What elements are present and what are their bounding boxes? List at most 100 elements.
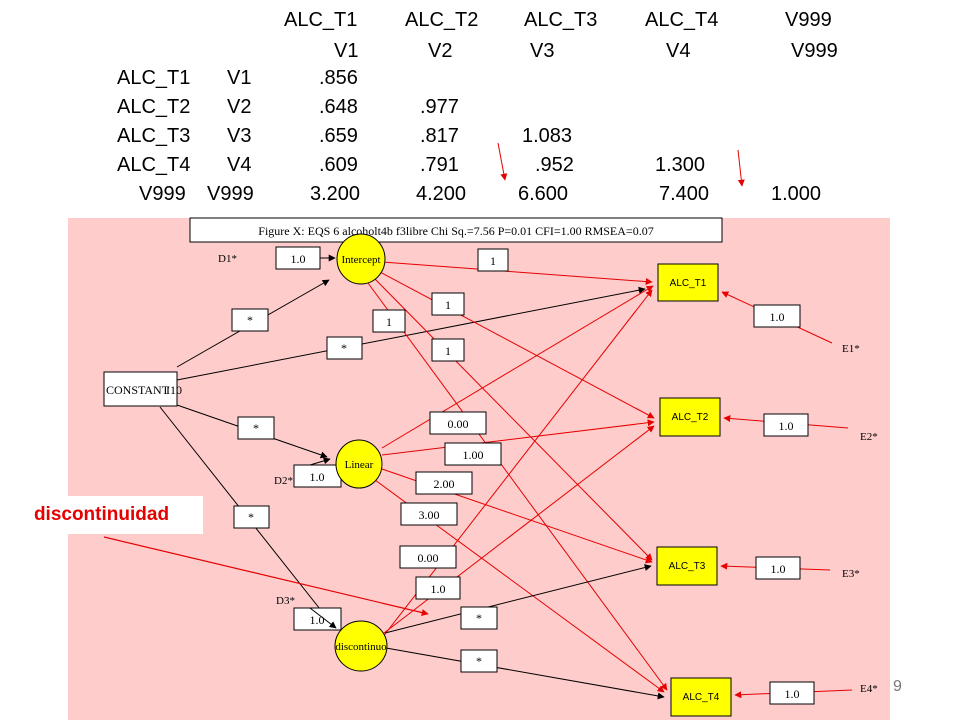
observed-label: ALC_T1 (670, 278, 707, 289)
matrix-cell: 4.200 (416, 183, 467, 205)
e1-value: 1.0 (770, 310, 785, 324)
path-intercept-t3 (373, 277, 653, 561)
linear-factor (335, 439, 383, 489)
disc-loading-t4: * (476, 654, 482, 668)
d1-label: D1* (218, 253, 237, 265)
matrix-row-name: ALC_T4 (117, 154, 191, 176)
matrix-col-name: V999 (785, 9, 832, 31)
observed-label: ALC_T3 (669, 561, 706, 572)
path-linear-t2 (381, 419, 655, 456)
diagram-background (68, 218, 890, 720)
intercept-label: Intercept (341, 254, 380, 266)
observed-alc-t2 (659, 397, 721, 437)
path-linear-t1 (381, 285, 654, 449)
page-number: 9 (893, 678, 902, 695)
e4-value-box (769, 681, 815, 705)
loading-box (460, 649, 498, 673)
e2-label: E2* (860, 431, 878, 443)
observed-label: ALC_T4 (683, 692, 720, 703)
matrix-cell: .856 (319, 67, 358, 89)
disc-loading-t1: 0.00 (418, 551, 439, 565)
matrix-arrow-2 (737, 149, 745, 187)
disc-loading-t2: 1.0 (431, 582, 446, 596)
constant-label: CONSTANT (106, 383, 170, 397)
e4-label: E4* (860, 683, 878, 695)
e1-label: E1* (842, 343, 860, 355)
loading-box (400, 502, 458, 526)
matrix-col-var: V999 (791, 40, 838, 62)
loading-box (460, 606, 498, 630)
intercept-loading-t4: 1 (445, 344, 451, 358)
observed-alc-t3 (656, 546, 718, 586)
linear-loading-t3: 2.00 (434, 477, 455, 491)
loading-box (415, 576, 461, 600)
matrix-col-var: V4 (666, 40, 691, 62)
linear-label: Linear (345, 459, 374, 471)
path-disc-t4 (385, 647, 665, 700)
matrix-row-var: V2 (227, 96, 252, 118)
path-disc-t3 (384, 564, 652, 634)
matrix-cell: .791 (420, 154, 459, 176)
d2-label: D2* (274, 475, 293, 487)
loading-box (431, 292, 465, 316)
matrix-col-name: ALC_T3 (524, 9, 598, 31)
disc-loading-t3: * (476, 611, 482, 625)
matrix-cell: .977 (420, 96, 459, 118)
d3-label: D3* (276, 595, 295, 607)
matrix-col-name: ALC_T4 (645, 9, 719, 31)
matrix-cell: .952 (535, 154, 574, 176)
d2-arrow (309, 457, 331, 466)
matrix-row-var: V4 (227, 154, 252, 176)
const-disc-value: * (248, 510, 254, 524)
d3-value: 1.0 (310, 613, 325, 627)
matrix-cell: .648 (319, 96, 358, 118)
e3-value: 1.0 (771, 562, 786, 576)
matrix-row-name: ALC_T1 (117, 67, 191, 89)
matrix-row-name: ALC_T2 (117, 96, 191, 118)
discontinuity-factor (334, 620, 388, 672)
e1-value-box (753, 304, 801, 328)
intercept-loading-t2: 1 (445, 298, 451, 312)
e2-value: 1.0 (779, 419, 794, 433)
loading-box (415, 471, 473, 495)
matrix-cell: 7.400 (659, 183, 710, 205)
path-intercept-t1 (381, 261, 653, 286)
loading-box (431, 338, 465, 362)
d3-arrow (309, 607, 337, 629)
matrix-cell: .609 (319, 154, 358, 176)
d1-value: 1.0 (291, 252, 306, 266)
loading-box (444, 442, 502, 466)
d2-value: 1.0 (310, 470, 325, 484)
discontinuity-label: discontinuo (335, 641, 387, 653)
linear-loading-t4: 3.00 (419, 508, 440, 522)
matrix-col-var: V1 (334, 40, 359, 62)
matrix-row-var: V999 (207, 183, 254, 205)
matrix-cell: 6.600 (518, 183, 569, 205)
constant-suffix: I10 (166, 383, 182, 397)
matrix-cell: .817 (420, 125, 459, 147)
matrix-row-name: ALC_T3 (117, 125, 191, 147)
const-disc-box (233, 505, 270, 529)
const-linear-value: * (253, 421, 259, 435)
loading-box (429, 411, 487, 435)
e3-value-box (755, 556, 801, 580)
const-intercept-value: * (247, 313, 253, 327)
const-t1-box (326, 336, 363, 360)
intercept-loading-t1: 1 (490, 254, 496, 268)
intercept-factor (336, 233, 386, 285)
matrix-col-name: ALC_T2 (405, 9, 479, 31)
matrix-col-name: ALC_T1 (284, 9, 358, 31)
const-t1-value: * (341, 341, 347, 355)
matrix-col-var: V3 (530, 40, 555, 62)
matrix-cell: .659 (319, 125, 358, 147)
observed-alc-t1 (657, 263, 719, 302)
observed-label: ALC_T2 (672, 412, 709, 423)
matrix-row-var: V3 (227, 125, 252, 147)
e2-value-box (763, 413, 809, 437)
matrix-row-var: V1 (227, 67, 252, 89)
callout-arrow (103, 536, 429, 616)
figure-title-box (189, 217, 723, 243)
linear-loading-t2: 1.00 (463, 448, 484, 462)
matrix-row-name: V999 (139, 183, 186, 205)
observed-alc-t4 (670, 677, 732, 717)
